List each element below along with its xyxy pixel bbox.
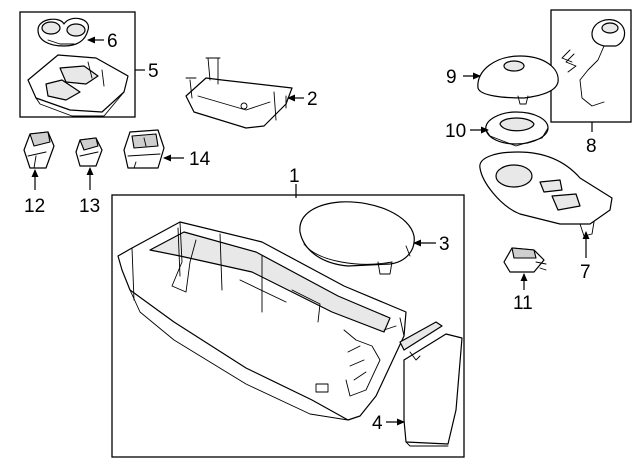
part-10-boot-ring[interactable] [485,111,549,147]
part-7-shift-bezel[interactable] [479,151,613,237]
part-13-switch[interactable] [75,137,103,167]
group-box-cupholder [19,11,136,118]
part-12-switch[interactable] [23,131,55,169]
callout-5: 5 [148,61,159,82]
part-6-cupholder-insert[interactable] [37,17,89,47]
callout-11: 11 [513,293,533,314]
callout-8: 8 [586,136,597,157]
part-4-console-panel[interactable] [399,321,463,447]
part-5-cupholder-tray[interactable] [27,54,129,117]
callout-3: 3 [439,234,450,255]
part-1-console-body[interactable] [117,221,407,421]
part-9-shift-boot[interactable] [477,55,559,105]
callout-14: 14 [189,149,211,170]
callout-2: 2 [307,89,318,110]
part-2-bracket[interactable] [185,57,293,129]
callout-4: 4 [372,413,383,434]
callout-13: 13 [79,196,100,217]
part-11-sensor[interactable] [503,247,547,273]
callout-9: 9 [446,67,457,88]
group-box-console-body [111,194,465,458]
callout-10: 10 [445,121,466,142]
callout-7: 7 [580,262,591,283]
callout-1: 1 [289,166,300,187]
part-3-armrest-lid[interactable] [299,201,415,275]
part-14-switch-cluster[interactable] [123,129,165,169]
callout-12: 12 [24,196,45,217]
part-8-shift-knob-cable[interactable] [561,19,626,107]
callout-6: 6 [107,31,118,52]
